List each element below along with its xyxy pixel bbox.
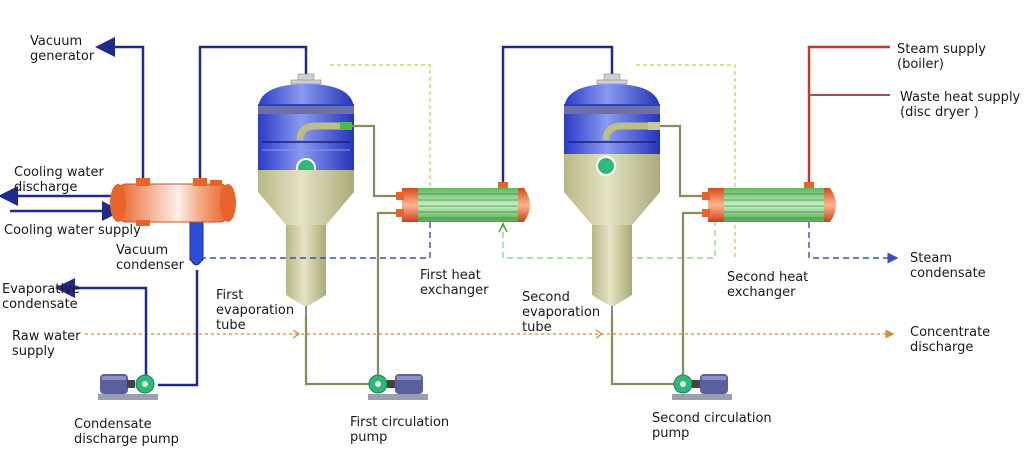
label-vacuum-condenser: Vacuum condenser xyxy=(116,243,185,273)
label-vacuum-generator: Vacuum generator xyxy=(30,34,95,64)
condensate-column-bottom xyxy=(189,257,204,266)
label-second-circulation-pump: Second circulation pump xyxy=(652,411,776,441)
second-return-line xyxy=(660,124,703,198)
label-cooling-water-discharge: Cooling water discharge xyxy=(14,165,108,195)
hx1-green-arrow xyxy=(498,222,508,233)
vapor-line-1 xyxy=(198,45,308,183)
condensate-discharge-pump xyxy=(98,374,158,400)
label-raw-water-supply: Raw water supply xyxy=(12,329,85,359)
first-return-line xyxy=(352,124,396,198)
label-condensate-discharge-pump: Condensate discharge pump xyxy=(74,417,179,447)
vacuum-generator-line xyxy=(95,37,145,183)
evaporative-condensate-line xyxy=(55,278,148,375)
label-second-evaporation-tube: Second evaporation tube xyxy=(522,290,604,335)
label-first-evaporation-tube: First evaporation tube xyxy=(216,288,298,333)
label-cooling-water-supply: Cooling water supply xyxy=(4,223,141,238)
first-circulation-riser xyxy=(376,211,396,384)
second-circulation-riser xyxy=(681,211,703,384)
steam-condensate-dashed xyxy=(808,222,899,264)
vapor-dashed-1 xyxy=(330,64,431,198)
second-heat-exchanger xyxy=(702,182,836,222)
label-second-heat-exchanger: Second heat exchanger xyxy=(727,270,812,300)
second-evaporator xyxy=(564,73,660,316)
condensate-pipe xyxy=(158,270,199,387)
label-evaporative-condensate: Evaporative condensate xyxy=(2,282,84,312)
second-circulation-loop xyxy=(610,316,675,386)
first-heat-exchanger xyxy=(396,182,530,222)
label-concentrate-discharge: Concentrate discharge xyxy=(910,325,994,355)
second-circulation-pump xyxy=(672,374,732,400)
label-first-heat-exchanger: First heat exchanger xyxy=(420,268,489,298)
label-first-circulation-pump: First circulation pump xyxy=(350,415,453,445)
label-waste-heat-supply: Waste heat supply (disc dryer ) xyxy=(900,90,1024,120)
first-condensate-dashed xyxy=(203,222,431,259)
label-steam-supply: Steam supply (boiler) xyxy=(897,42,990,72)
raw-water-arrow-2 xyxy=(595,329,604,339)
label-steam-condensate: Steam condensate xyxy=(910,251,986,281)
first-circulation-loop xyxy=(304,316,372,386)
first-circulation-pump xyxy=(368,374,428,400)
vacuum-condenser xyxy=(110,178,236,226)
vapor-line-2 xyxy=(501,45,614,182)
first-evaporator xyxy=(258,73,354,316)
steam-supply-line xyxy=(807,45,890,182)
raw-water-arrow-1 xyxy=(292,329,301,339)
